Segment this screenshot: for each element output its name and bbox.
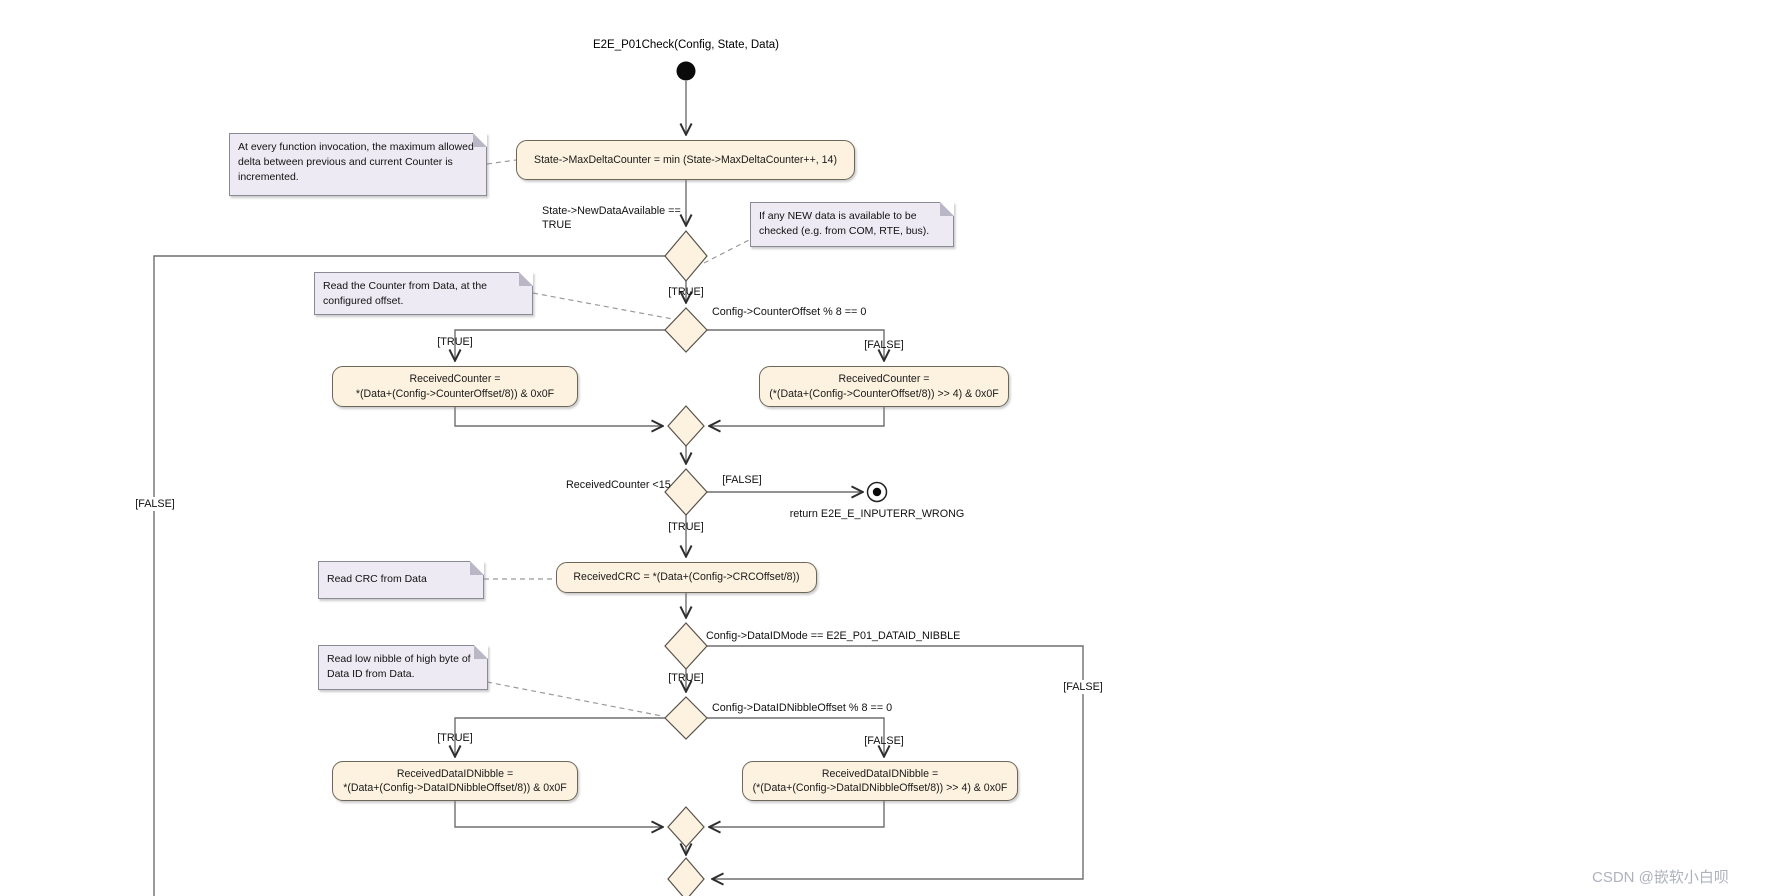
guard-nibble-offset: Config->DataIDNibbleOffset % 8 == 0 bbox=[712, 702, 893, 714]
decision-received-counter-lt15 bbox=[664, 468, 708, 516]
edge-label-false-newdata: [FALSE] bbox=[133, 497, 177, 512]
decision-counter-offset bbox=[664, 307, 708, 353]
edge-label-true-counter: [TRUE] bbox=[437, 336, 473, 348]
decision-dataid-mode bbox=[664, 622, 708, 670]
edge-label-true-nibble: [TRUE] bbox=[437, 732, 473, 744]
merge-node-final bbox=[667, 857, 705, 896]
note-read-nibble: Read low nibble of high byte of Data ID … bbox=[318, 645, 488, 690]
decision-new-data-available bbox=[664, 230, 708, 282]
edge-label-false-counter: [FALSE] bbox=[864, 339, 904, 351]
watermark: CSDN @嵌软小白呗 bbox=[1592, 869, 1729, 886]
edge-label-false-lt15: [FALSE] bbox=[722, 474, 762, 486]
edge-label-true-newdata: [TRUE] bbox=[668, 286, 704, 298]
flow-connectors bbox=[153, 81, 1084, 896]
edge-label-false-nibble: [FALSE] bbox=[864, 735, 904, 747]
edge-label-true-dataid-mode: [TRUE] bbox=[668, 672, 704, 684]
note-invocation: At every function invocation, the maximu… bbox=[229, 133, 487, 196]
diagram-title: E2E_P01Check(Config, State, Data) bbox=[592, 39, 780, 51]
note-anchor-connectors bbox=[484, 159, 752, 717]
initial-node-icon bbox=[676, 61, 696, 81]
note-new-data: If any NEW data is available to be check… bbox=[750, 202, 954, 247]
note-read-crc: Read CRC from Data bbox=[318, 561, 484, 599]
final-node-icon bbox=[866, 481, 888, 503]
decision-nibble-offset bbox=[664, 696, 708, 740]
activity-received-nibble-direct: ReceivedDataIDNibble = *(Data+(Config->D… bbox=[332, 761, 578, 801]
guard-counter-offset: Config->CounterOffset % 8 == 0 bbox=[712, 306, 867, 318]
note-read-counter: Read the Counter from Data, at the confi… bbox=[314, 272, 533, 315]
return-inputerr-wrong-label: return E2E_E_INPUTERR_WRONG bbox=[789, 508, 965, 520]
merge-node-counter bbox=[667, 405, 705, 447]
activity-received-counter-shifted: ReceivedCounter = (*(Data+(Config->Count… bbox=[759, 366, 1009, 407]
merge-node-nibble bbox=[667, 806, 705, 848]
activity-received-counter-direct: ReceivedCounter = *(Data+(Config->Counte… bbox=[332, 366, 578, 407]
edge-label-false-dataid-mode: [FALSE] bbox=[1061, 680, 1105, 695]
activity-received-nibble-shifted: ReceivedDataIDNibble = (*(Data+(Config->… bbox=[742, 761, 1018, 801]
guard-new-data-available: State->NewDataAvailable == TRUE bbox=[542, 205, 681, 232]
guard-dataid-mode: Config->DataIDMode == E2E_P01_DATAID_NIB… bbox=[706, 630, 961, 642]
activity-received-crc: ReceivedCRC = *(Data+(Config->CRCOffset/… bbox=[556, 562, 817, 593]
guard-counter-lt15: ReceivedCounter <15 bbox=[566, 479, 671, 491]
edge-label-true-lt15: [TRUE] bbox=[668, 521, 704, 533]
activity-max-delta-counter: State->MaxDeltaCounter = min (State->Max… bbox=[516, 140, 855, 180]
